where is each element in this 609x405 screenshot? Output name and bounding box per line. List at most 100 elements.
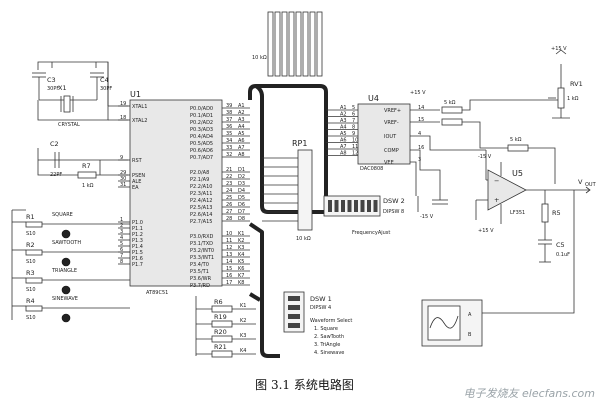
u4-left-pin-num: 8 [352,125,355,131]
u1-right-pin-net: K7 [238,273,244,279]
u4-left-pin-label: A1 [340,105,347,111]
crystal-section: C3 30PF C4 30PF X1 CRYSTAL [32,61,128,128]
u1-right-pin-label: P2.3/A11 [190,191,212,197]
dip-key [288,323,300,328]
u1-right-pin-label: P2.7/A15 [190,219,212,225]
u1-right-pin-net: K4 [238,252,244,258]
u1-right-pin-num: 24 [226,188,232,194]
u1-left-pin-num: 31 [120,182,126,188]
vplus-op: +15 V [478,228,494,234]
u4-left-pin-num: 12 [352,151,358,157]
u1-right-pin-label: P2.5/A13 [190,205,212,211]
u1-right-pin-net: K8 [238,280,244,286]
u1-right-pin-num: 22 [226,174,232,180]
u1-right-pin-label: P0.2/AD2 [190,120,213,126]
u1-left-pin-label: P1.6 [132,256,143,262]
u1-left-pin-label: XTAL2 [132,118,147,124]
u1-left-pin-num: 18 [120,115,126,121]
dsw2-ref: DSW 2 [383,197,405,205]
resistor-net: K3 [240,333,246,339]
u5-part: LF351 [510,210,525,216]
reset-section: C2 22PF R7 1 kΩ [37,140,128,189]
dip-key [288,305,300,310]
u1-left-pin-label: PSEN [132,173,145,179]
u1-left-pin-label: P1.5 [132,250,143,256]
u1-left-pin-num: 4 [120,235,123,241]
u1-right-pin-label: P3.4/T0 [190,262,209,268]
button-value: S10 [26,231,36,237]
u1-right-pin-net: A3 [238,117,245,123]
u1-right-pin-num: 32 [226,152,232,158]
u4-right-pin-label: IOUT [384,134,397,140]
u4-right-pin-num: 14 [418,105,424,111]
u1-right-pin-num: 35 [226,131,232,137]
resistor [211,305,233,313]
u1-right-pin-net: A6 [238,138,245,144]
u4-ref: U4 [368,94,379,103]
dsw1-ref: DSW 1 [310,295,332,303]
resistor-ref: R20 [214,328,227,336]
u1-right-pin-label: P2.2/A10 [190,184,212,190]
u1-left-pins: XTAL119XTAL218RST9PSEN29ALE30EA31P1.01P1… [118,101,147,268]
dip-key [288,314,300,319]
u1-right-pin-num: 15 [226,266,232,272]
figure-caption: 图 3.1 系统电路图 [255,378,354,392]
u1-right-pin-num: 26 [226,202,232,208]
opamp-minus: − [494,177,499,185]
u1-right-pin-net: D4 [238,188,245,194]
u1-right-pin-net: A5 [238,131,245,137]
button-value: S10 [26,315,36,321]
rp1-pack: RP1 10 kΩ [262,139,313,242]
u1-right-pin-num: 21 [226,167,232,173]
u1-left-pin-num: 2 [120,223,123,229]
oscilloscope: A B [421,190,575,347]
dsw2-note: FrequencyAjust [352,230,390,236]
u1-right-pin-num: 12 [226,245,232,251]
u1-ref: U1 [130,90,141,99]
resistor [211,320,233,328]
u1-right-pin-net: D7 [238,209,245,215]
u1-left-pin-label: P1.3 [132,238,143,244]
u1-right-pin-num: 17 [226,280,232,286]
u5-ref: U5 [512,169,523,178]
u1-right-pin-label: P3.1/TXD [190,241,213,247]
u1-right-pin-net: A8 [238,152,245,158]
u4-right-pin-num: 3 [418,157,421,163]
pullup-resistor [281,11,288,77]
r5-c5: R5 C5 0.1uF [538,190,570,263]
u4-left-pin-num: 9 [352,131,355,137]
u1-left-pin-num: 7 [120,253,123,259]
vout-sub: OUT [585,182,597,188]
u1-right-pin-num: 33 [226,145,232,151]
u4-left-pin-label: A8 [340,151,347,157]
c2-ref: C2 [50,140,59,148]
u1-right-pin-num: 27 [226,209,232,215]
u4-right-pin-num: 15 [418,117,424,123]
vout-label: V [578,178,583,186]
vminus-dac: -15 V [420,214,434,220]
button-resistor [25,249,43,256]
dsw1-legend-line: 2. SawTooth [314,334,344,340]
u4-left-pin-label: A7 [340,144,347,150]
u1-right-pin-net: D2 [238,174,245,180]
u1-right-pin-num: 23 [226,181,232,187]
resistor-net: K4 [240,348,246,354]
dip-key [367,200,371,212]
pullup-resistor [302,11,309,77]
u1-right-pin-label: P0.7/AD7 [190,155,213,161]
r5-ref: R5 [552,209,561,217]
u1-right-pin-num: 11 [226,238,232,244]
button-section: R1S10SQUARER2S10SAWTOOTHR3S10TRIANGLER4S… [11,209,130,323]
u4-right-pin-num: 16 [418,145,424,151]
r7-value: 1 kΩ [82,183,94,189]
u1-right-pin-label: P2.1/A9 [190,177,209,183]
u1-right-pin-label: P2.0/A8 [190,170,209,176]
u4-left-pin-label: A6 [340,138,347,144]
u1-left-pin-label: P1.0 [132,220,143,226]
u1-right-pin-label: P3.5/T1 [190,269,209,275]
dip-key [334,200,339,212]
dac-res-1: 5 kΩ [444,100,456,106]
capacitor-c2: C2 22PF [50,140,62,178]
pullup-label: 10 kΩ [252,55,267,61]
u4-left-pin-num: 11 [352,144,358,150]
